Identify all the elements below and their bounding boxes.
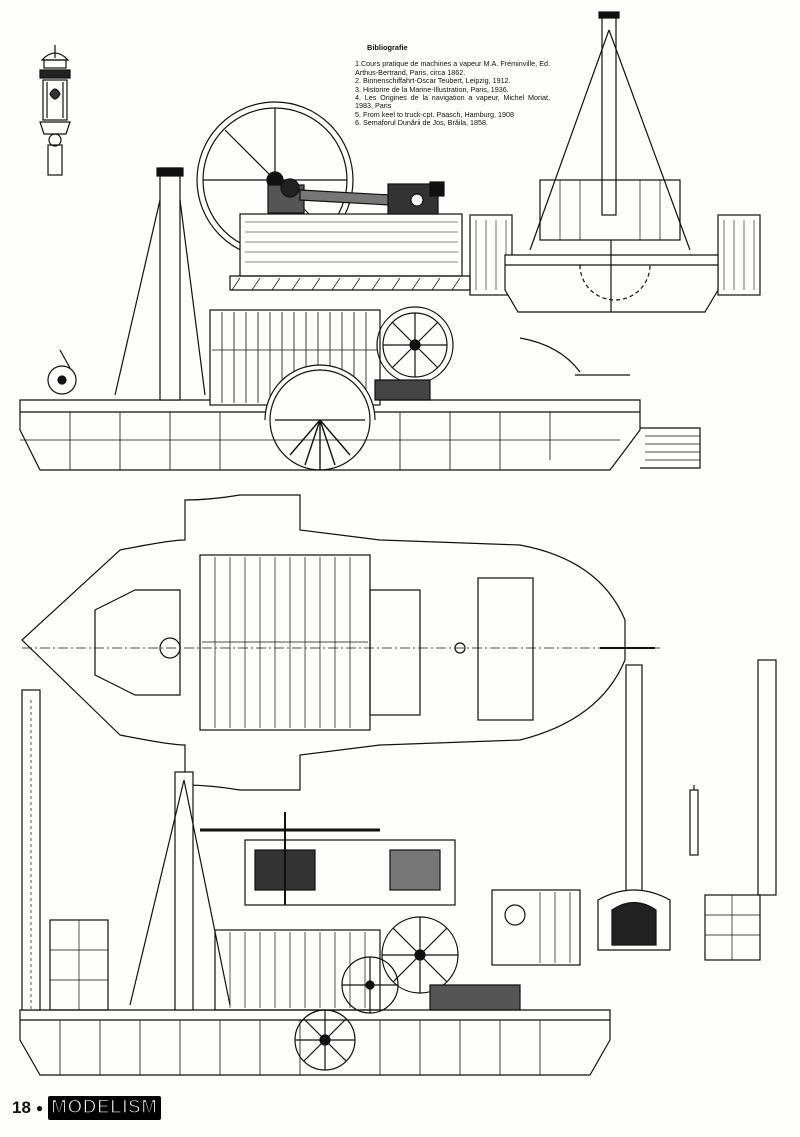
bibliography-item: 5. From keel to truck-cpt. Paasch, Hambu… <box>355 109 514 119</box>
plan-view <box>21 494 660 791</box>
bibliography-block: Bibliografie 1.Cours pratique de machine… <box>355 43 550 128</box>
bibliography-item: 4. Les Origines de la navigation a vapeu… <box>355 93 550 111</box>
lantern-drawing <box>39 45 71 176</box>
bullet-icon: ● <box>35 1101 44 1115</box>
page-footer: 18 ● MODELISM <box>12 1093 161 1123</box>
bibliography-item: 3. Historire de la Marine-Illustration, … <box>355 84 509 94</box>
bibliography-item: 1.Cours pratique de machines a vapeur M.… <box>355 59 550 77</box>
bibliography-item: 6. Semaforul Dunării de Jos, Brăila, 185… <box>355 118 489 128</box>
boiler-details <box>491 659 777 966</box>
side-elevation-bottom <box>19 689 611 1076</box>
bibliography-title: Bibliografie <box>367 43 408 52</box>
bibliography-item: 2. Binnenschiffahrt-Oscar Teubert, Leipz… <box>355 76 511 86</box>
engine-drawing <box>196 101 471 291</box>
front-view <box>469 11 761 313</box>
magazine-logo: MODELISM <box>48 1096 161 1120</box>
page-number: 18 <box>12 1098 31 1117</box>
bibliography-list: 1.Cours pratique de machines a vapeur M.… <box>355 60 550 127</box>
side-elevation-top <box>19 167 701 471</box>
